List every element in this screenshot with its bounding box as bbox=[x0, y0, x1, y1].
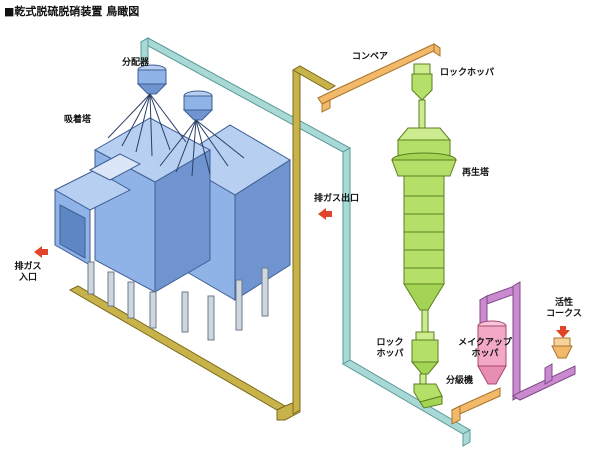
label-conveyor: コンベア bbox=[352, 52, 389, 62]
makeup-hopper bbox=[477, 320, 507, 385]
lock-hopper-bottom bbox=[410, 331, 440, 375]
gas-inlet-arrow bbox=[34, 246, 48, 258]
label-exhaust-gas-out: 排ガス出口 bbox=[314, 194, 360, 204]
label-activated-coke: 活性 コークス bbox=[540, 298, 588, 320]
distributor-right bbox=[159, 90, 245, 177]
regenerator-tower bbox=[391, 127, 457, 333]
label-lock-hopper-bottom: ロック ホッパ bbox=[372, 338, 408, 360]
label-distributor: 分配器 bbox=[122, 58, 150, 68]
bottom-conveyor bbox=[450, 387, 501, 425]
label-exhaust-gas-in: 排ガス 入口 bbox=[8, 262, 48, 284]
label-lock-hopper-top: ロックホッパ bbox=[440, 68, 495, 78]
label-classifier: 分級機 bbox=[446, 376, 474, 386]
classifier bbox=[413, 373, 443, 409]
label-lock-hopper-bottom-line2: ホッパ bbox=[376, 349, 404, 359]
coke-input-arrow bbox=[556, 326, 570, 338]
tower-supports bbox=[87, 261, 269, 341]
label-activated-coke-line2: コークス bbox=[546, 309, 582, 319]
gas-outlet-arrow bbox=[318, 208, 332, 220]
label-exhaust-gas-in-line2: 入口 bbox=[18, 273, 37, 283]
lock-hopper-top bbox=[411, 63, 433, 129]
page-title: ■乾式脱硫脱硝装置 鳥瞰図 bbox=[4, 5, 140, 18]
label-lock-hopper-bottom-line1: ロック bbox=[376, 338, 404, 348]
label-regenerator: 再生塔 bbox=[462, 168, 490, 178]
return-conveyor bbox=[68, 65, 337, 421]
top-conveyor bbox=[317, 43, 442, 113]
adsorber-tower bbox=[53, 117, 291, 301]
label-adsorber: 吸着塔 bbox=[64, 115, 92, 125]
coke-hopper bbox=[551, 337, 573, 359]
label-makeup-hopper-line2: ホッパ bbox=[471, 349, 499, 359]
label-makeup-hopper: メイクアップ ホッパ bbox=[450, 338, 520, 360]
distributor-left bbox=[107, 64, 187, 157]
label-activated-coke-line1: 活性 bbox=[554, 298, 573, 308]
label-makeup-hopper-line1: メイクアップ bbox=[458, 338, 512, 348]
label-exhaust-gas-in-line1: 排ガス bbox=[14, 262, 42, 272]
